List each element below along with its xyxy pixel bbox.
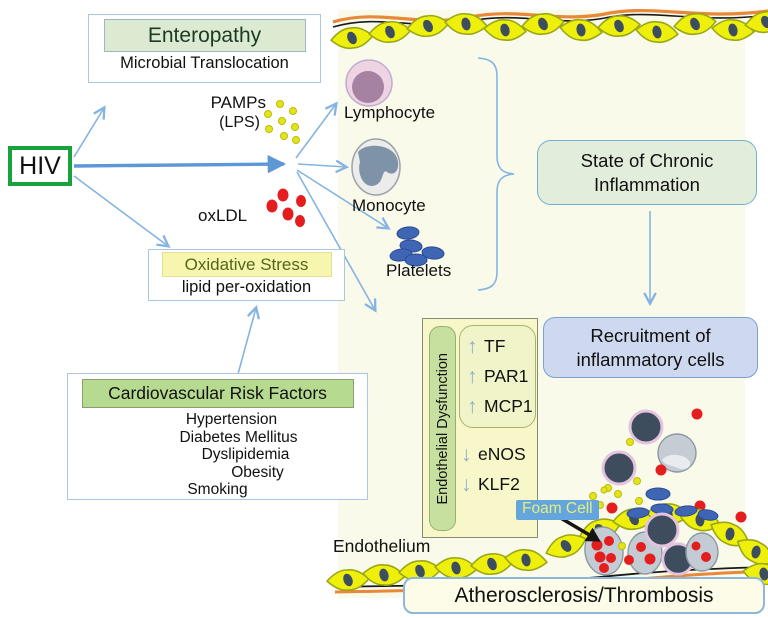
factor-row: ↑ TF: [467, 331, 535, 361]
factor-tf: TF: [484, 335, 506, 356]
platelets-label: Platelets: [386, 261, 452, 280]
pamps-label: PAMPs (LPS): [150, 93, 266, 133]
monocyte-label: Monocyte: [352, 196, 426, 215]
endothelial-dysfunction-bar: Endothelial Dysfunction: [429, 326, 456, 531]
foam-cells: [584, 512, 719, 576]
upregulated-factors-box: ↑ TF ↑ PAR1 ↑ MCP1: [459, 325, 536, 428]
risk-item-smoking: Smoking: [187, 481, 248, 498]
down-arrow-icon: ↓: [461, 442, 472, 466]
enteropathy-title: Enteropathy: [103, 19, 306, 52]
atherosclerosis-thrombosis-box: Atherosclerosis/Thrombosis: [403, 577, 765, 614]
lymphocyte-label: Lymphocyte: [344, 103, 436, 122]
oxldl-dots: [266, 188, 306, 227]
lipid-peroxidation-label: lipid per-oxidation: [181, 278, 312, 296]
oxidative-stress-title: Oxidative Stress: [161, 252, 332, 277]
endothelial-dysfunction-panel: Endothelial Dysfunction ↑ TF ↑ PAR1 ↑ MC…: [422, 318, 538, 538]
risk-factors-title: Cardiovascular Risk Factors: [81, 379, 354, 408]
factor-row: ↑ MCP1: [467, 391, 535, 421]
convergence-arrows: [295, 104, 388, 310]
endothelial-dysfunction-label: Endothelial Dysfunction: [434, 352, 451, 505]
risk-item-obesity: Obesity: [231, 463, 284, 481]
factor-klf2: KLF2: [478, 473, 520, 494]
factor-row: ↓ KLF2: [461, 469, 526, 499]
lps-dots: [264, 100, 300, 144]
risk-item-hypertension: Hypertension: [185, 411, 278, 428]
oxldl-label: oxLDL: [198, 206, 248, 225]
pamps-line2: (LPS): [219, 114, 260, 131]
plaque-platelets: [626, 503, 719, 521]
recruitment-box: Recruitment of inflammatory cells: [543, 317, 758, 378]
monocyte-cell: [351, 138, 401, 196]
risk-item-dyslipidemia: Dyslipidemia: [201, 446, 290, 463]
endothelium-label: Endothelium: [333, 536, 431, 556]
enteropathy-box: Enteropathy Microbial Translocation: [88, 14, 321, 83]
hiv-node: HIV: [8, 146, 72, 186]
scatter-monocyte: [657, 433, 697, 473]
cardiovascular-risk-factors-box: Cardiovascular Risk Factors Hypertension…: [67, 373, 368, 500]
lymphocyte-cell: [345, 59, 393, 107]
hiv-arrows: [73, 108, 287, 246]
factor-row: ↓ eNOS: [461, 439, 526, 469]
microbial-translocation-label: Microbial Translocation: [120, 54, 289, 72]
factor-mcp1: MCP1: [484, 395, 533, 416]
hiv-label: HIV: [19, 151, 61, 180]
up-arrow-icon: ↑: [467, 394, 478, 418]
cells-brace: [477, 57, 515, 291]
pamps-line1: PAMPs: [210, 93, 266, 112]
platelets-cluster: [389, 226, 445, 267]
top-endothelium: [329, 7, 768, 52]
oxidative-stress-box: Oxidative Stress lipid per-oxidation: [148, 249, 345, 301]
up-arrow-icon: ↑: [467, 364, 478, 388]
chronic-inflammation-box: State of Chronic Inflammation: [537, 140, 757, 205]
foam-cell-label: Foam Cell: [516, 500, 599, 520]
up-arrow-icon: ↑: [467, 334, 478, 358]
factor-enos: eNOS: [478, 443, 526, 464]
down-arrow-icon: ↓: [461, 472, 472, 496]
risk-item-diabetes: Diabetes Mellitus: [179, 428, 298, 446]
factor-row: ↑ PAR1: [467, 361, 535, 391]
downregulated-factors-box: ↓ eNOS ↓ KLF2: [461, 439, 526, 499]
factor-par1: PAR1: [484, 365, 529, 386]
foam-cell-arrow: [558, 515, 601, 542]
risk-to-oxidative-arrow: [237, 308, 256, 375]
